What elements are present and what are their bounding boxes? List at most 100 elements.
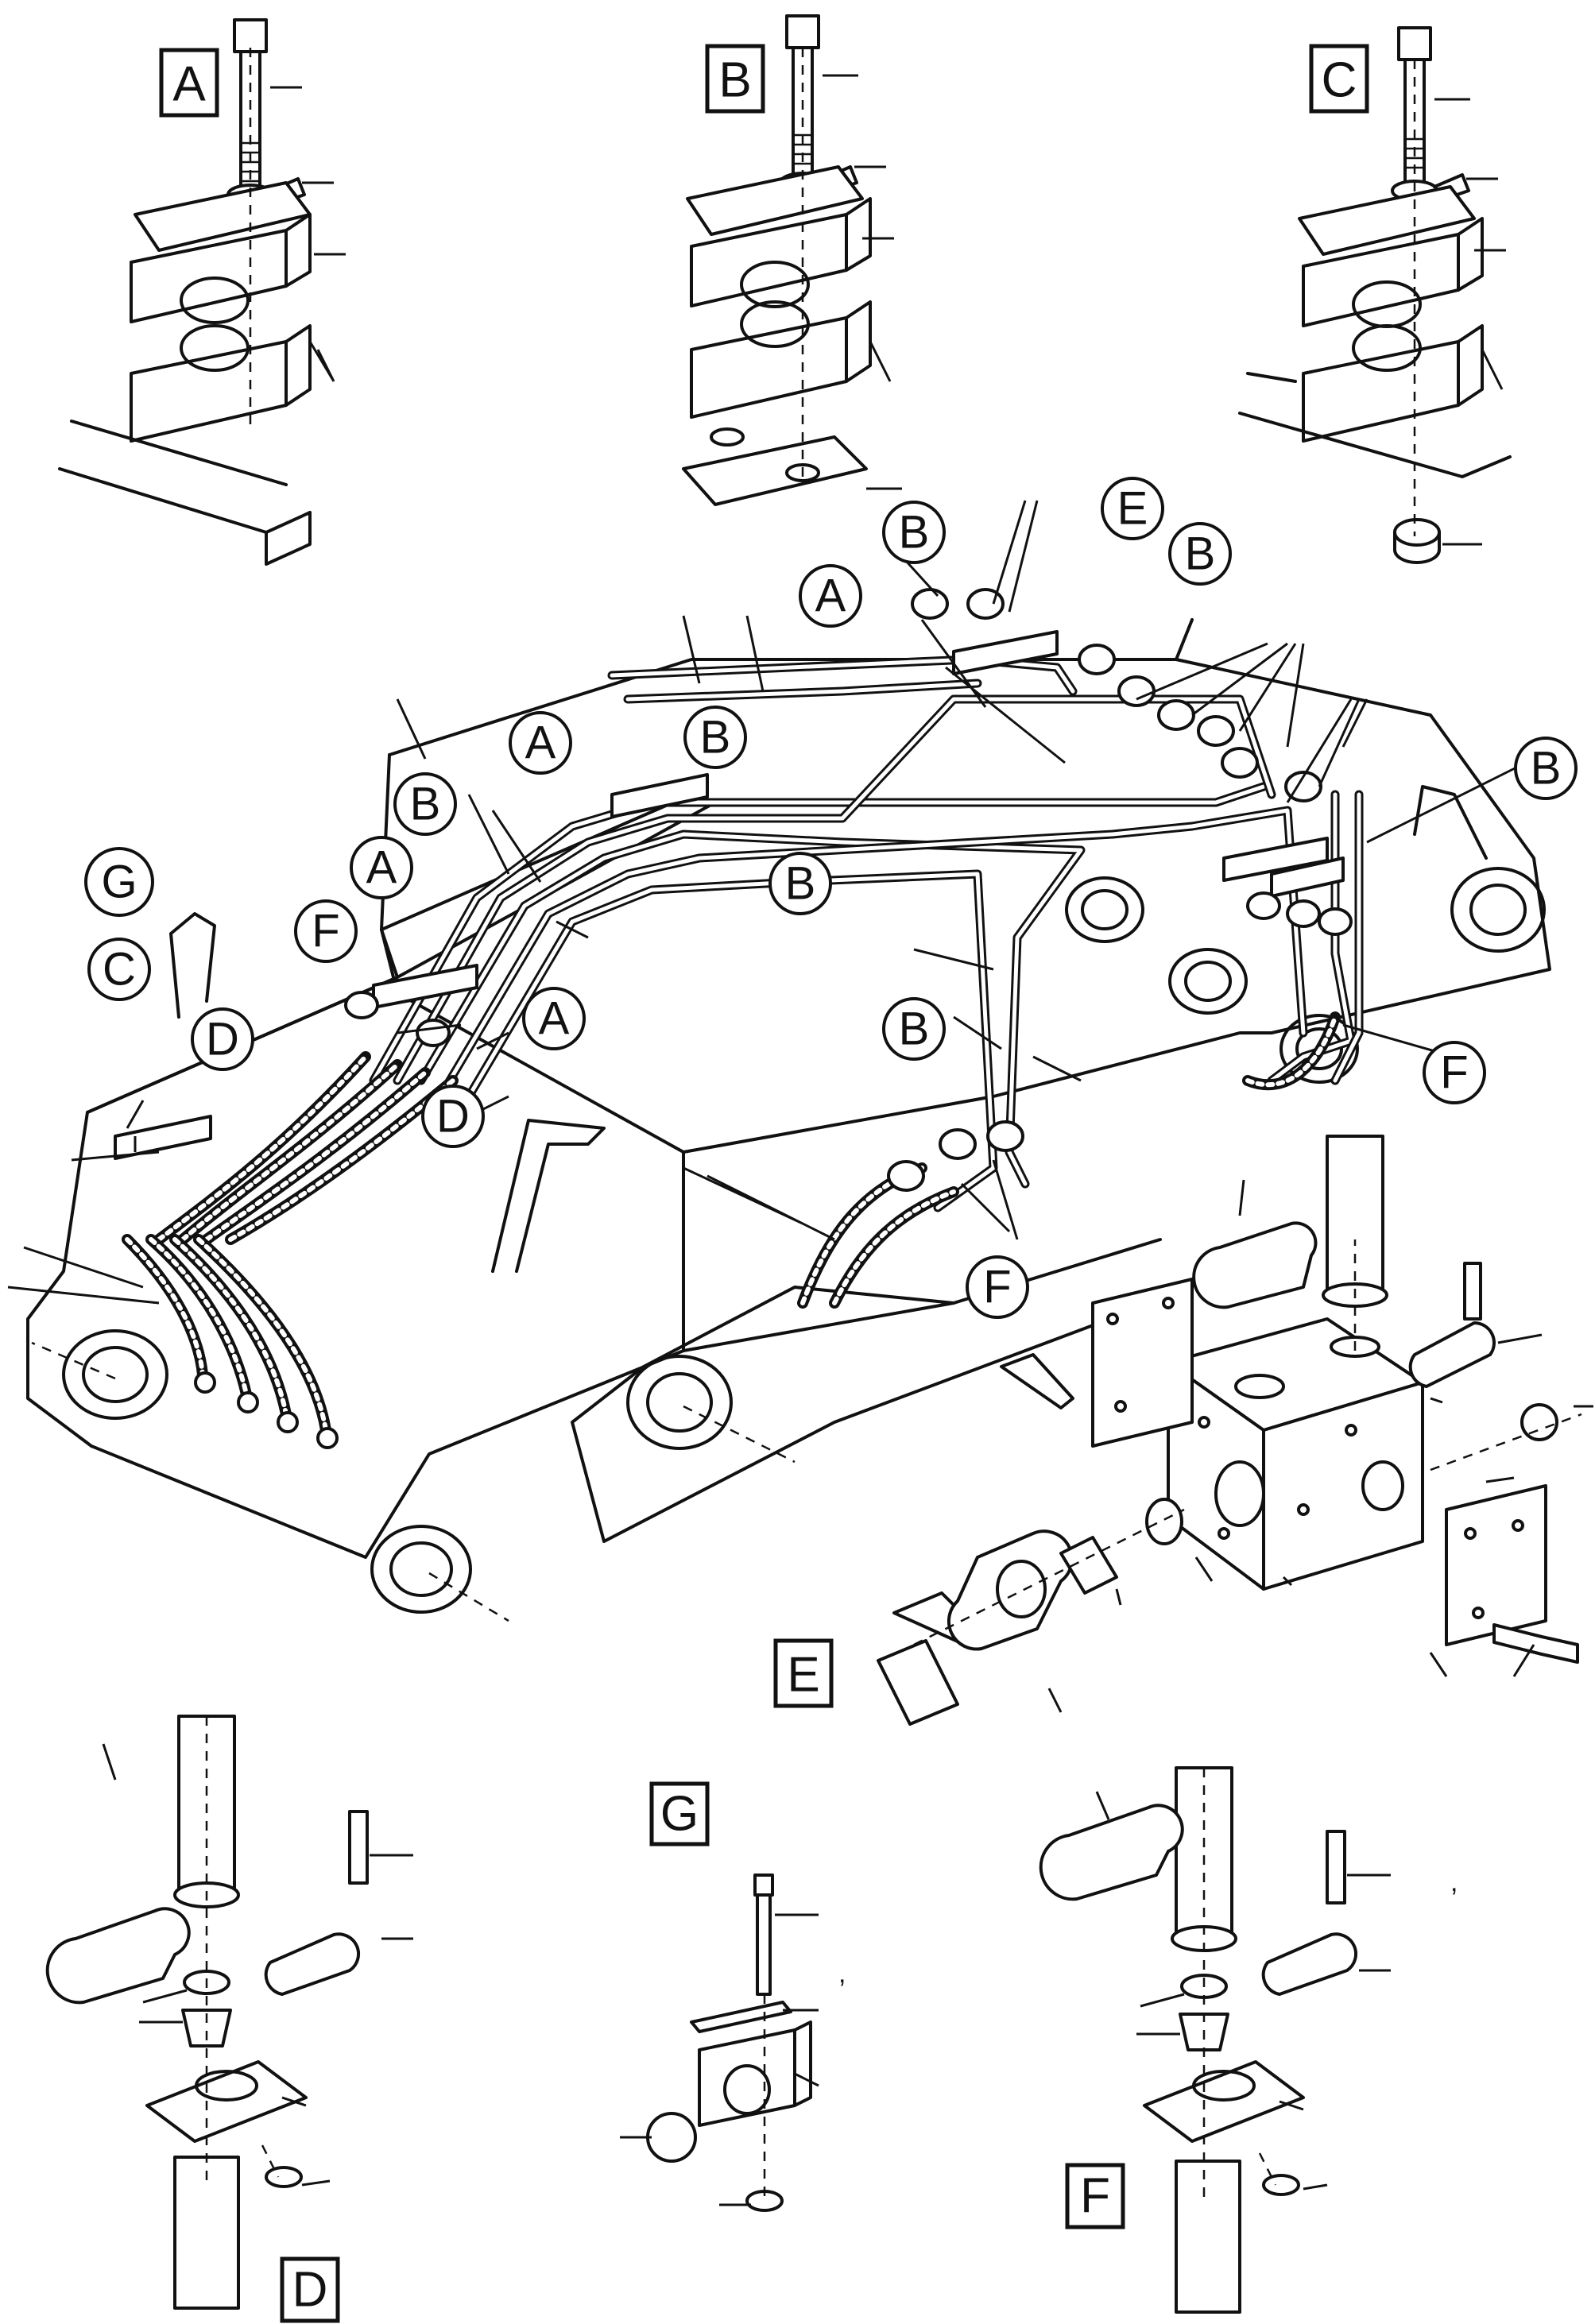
svg-text:D: D xyxy=(206,1014,239,1065)
manifold-port xyxy=(1214,1460,1265,1527)
flange-icon xyxy=(344,991,379,1019)
mounting-rail xyxy=(1238,372,1512,478)
boom-center-web xyxy=(571,1286,1154,1543)
callout-b: B xyxy=(1514,737,1578,800)
bolt-shank xyxy=(756,1893,772,1996)
hex-nut-icon xyxy=(745,2190,784,2212)
adapter-cone-icon xyxy=(181,2009,232,2048)
detail-g-label: G xyxy=(660,1787,699,1842)
detail-a-leaders xyxy=(270,86,346,382)
cover-plate-icon xyxy=(1298,185,1476,256)
callout-f: F xyxy=(294,899,358,963)
callout-a: A xyxy=(522,987,586,1050)
callout-a: A xyxy=(509,711,572,775)
main-leaders xyxy=(7,500,1527,1305)
callout-b: B xyxy=(882,997,946,1061)
weld-nut-icon xyxy=(710,427,745,447)
detail-g-frame xyxy=(649,1781,710,1846)
svg-text:D: D xyxy=(436,1091,470,1143)
hex-nut-icon xyxy=(265,2166,303,2188)
hose-fitting-icon xyxy=(237,1391,259,1413)
clamp-lower-side xyxy=(285,324,312,407)
tube-clamp-block-icon xyxy=(114,1115,212,1160)
svg-text:B: B xyxy=(410,779,441,830)
plate-hole xyxy=(1162,1297,1175,1309)
plate-hole xyxy=(1464,1527,1477,1540)
manifold-side-icon xyxy=(1262,1381,1424,1591)
hose-fitting-icon xyxy=(277,1411,299,1433)
svg-text:F: F xyxy=(983,1262,1011,1313)
flange-icon xyxy=(1157,699,1195,731)
clamp-upper-side xyxy=(845,197,872,272)
flange-icon xyxy=(966,588,1005,620)
clamp-lower-half-icon xyxy=(130,340,288,443)
svg-text:G: G xyxy=(101,857,137,908)
hose-collar xyxy=(1171,1925,1237,1952)
flange-icon xyxy=(1246,891,1281,920)
callout-f: F xyxy=(966,1255,1029,1319)
cover-plate-icon xyxy=(686,165,864,236)
hose-fitting-icon xyxy=(316,1427,339,1449)
flange-bore xyxy=(996,1560,1047,1618)
clamp-lower-half-icon xyxy=(1302,340,1460,443)
pivot-axes xyxy=(31,1341,796,1622)
svg-text:E: E xyxy=(1117,483,1148,535)
pivot-boss-bottom xyxy=(370,1525,472,1614)
svg-text:A: A xyxy=(539,993,570,1045)
svg-text:A: A xyxy=(366,842,397,894)
tube-clamp-block-icon xyxy=(952,630,1059,675)
detail-d-label: D xyxy=(292,2263,328,2318)
manifold-port xyxy=(1361,1460,1404,1511)
bolt-head-icon xyxy=(785,14,820,49)
callout-b: B xyxy=(683,706,747,769)
cylinder-port-2 xyxy=(1168,948,1248,1015)
split-flange-icon xyxy=(45,1907,191,2005)
svg-text:B: B xyxy=(899,1003,930,1055)
flange-icon xyxy=(939,1128,977,1160)
pipe-stub-icon xyxy=(173,2156,240,2310)
manifold-bolt-hole xyxy=(1198,1416,1210,1429)
cap-screw-icon xyxy=(1326,1830,1346,1904)
clamp-upper-bore xyxy=(740,261,810,308)
boom-top-notch xyxy=(1175,618,1194,661)
flange-icon xyxy=(1286,899,1321,928)
flange-icon xyxy=(1197,715,1235,747)
gasket-plate-icon xyxy=(1445,1484,1547,1646)
callout-a: A xyxy=(799,564,862,628)
clamp-lower-bore xyxy=(1352,324,1422,372)
split-flange-icon xyxy=(1192,1221,1318,1309)
flange-half-icon xyxy=(947,1529,1074,1651)
detail-f-label: F xyxy=(1080,2169,1110,2224)
boom-left-edge xyxy=(86,928,399,1114)
svg-text:B: B xyxy=(785,858,816,910)
flange-bore xyxy=(195,2070,258,2102)
callout-e: E xyxy=(1101,477,1164,540)
adapter-cone-icon xyxy=(1059,1536,1118,1595)
lifting-handle-left xyxy=(169,912,216,1019)
clamp-bore xyxy=(723,2064,771,2115)
pivot-boss-right xyxy=(1450,867,1546,953)
detail-d-flange-assembly: D xyxy=(45,1715,413,2323)
svg-text:B: B xyxy=(899,507,930,559)
split-flange-icon xyxy=(1261,1932,1358,1996)
callout-b: B xyxy=(393,772,457,836)
flange-icon xyxy=(1284,771,1322,802)
detail-e-frame xyxy=(773,1638,834,1708)
manifold-bolt-hole xyxy=(1297,1503,1310,1516)
plate-hole xyxy=(1114,1400,1127,1413)
detail-e-label: E xyxy=(787,1648,819,1703)
flange-icon xyxy=(416,1019,451,1047)
hex-nut-side xyxy=(1393,531,1441,564)
svg-text:B: B xyxy=(1531,743,1562,795)
clamp-lower-bore xyxy=(740,300,810,348)
svg-text:A: A xyxy=(525,717,556,769)
manifold-bolt-hole xyxy=(1218,1527,1230,1540)
clamp-lower-side xyxy=(1457,324,1484,407)
hose-fitting-icon xyxy=(194,1371,216,1394)
boom-top-outline xyxy=(388,658,1551,1034)
manifold-port xyxy=(1234,1374,1285,1399)
detail-f-flange-assembly: F , xyxy=(1039,1766,1458,2314)
pivot-boss-center xyxy=(626,1355,733,1450)
stray-mark: , xyxy=(838,1959,846,1989)
